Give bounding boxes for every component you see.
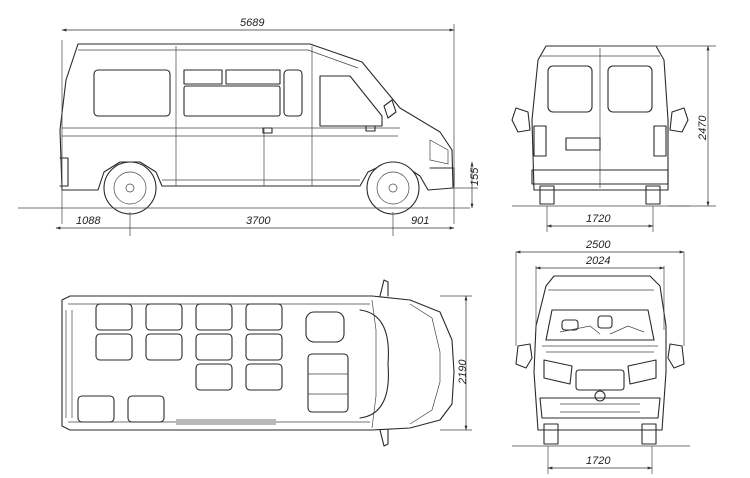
wheelbase-label: 3700 (246, 215, 271, 227)
plan-width-label: 2190 (457, 359, 469, 385)
seat-grid (77, 303, 349, 423)
rear-overhang-label: 901 (411, 215, 429, 227)
plan-view (61, 279, 455, 447)
side-view-dimensions: 5689 1088 3700 901 155 (55, 17, 481, 236)
front-overhang-label: 1088 (76, 215, 101, 227)
height-label: 2470 (697, 115, 709, 141)
ground-clearance-label: 155 (469, 167, 481, 186)
side-view (18, 43, 470, 215)
front-view (512, 275, 690, 447)
width-mirrors-label: 2500 (585, 239, 611, 251)
front-view-dimensions: 2500 2024 1720 (515, 239, 685, 474)
rear-view-dimensions: 2470 1720 (546, 45, 716, 232)
rear-view (511, 45, 690, 207)
overall-length-label: 5689 (240, 17, 264, 29)
body-width-label: 2024 (585, 255, 610, 267)
plan-view-dimensions: 2190 (440, 295, 472, 431)
rear-track-label: 1720 (586, 213, 611, 225)
front-track-label: 1720 (586, 455, 611, 467)
